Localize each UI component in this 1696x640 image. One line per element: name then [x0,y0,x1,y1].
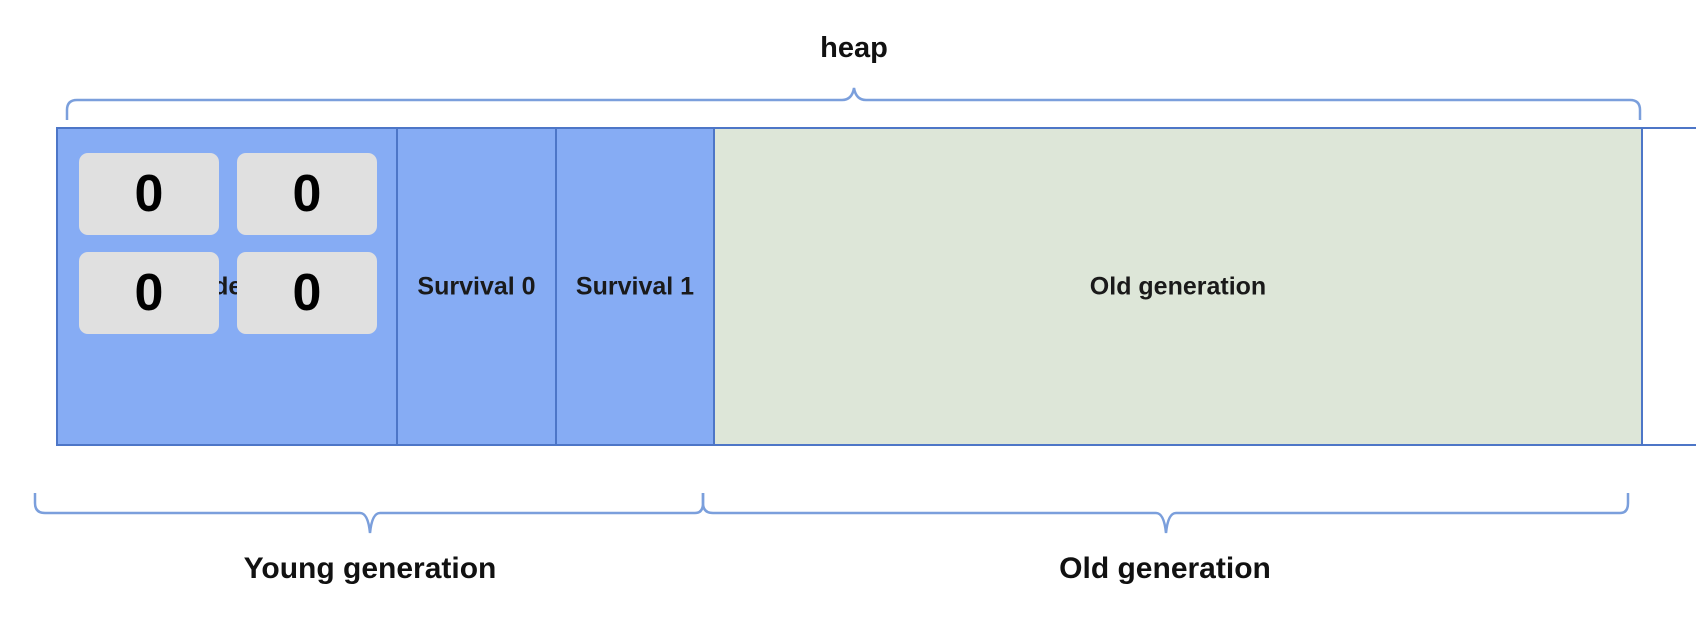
old-generation-region: Old generation [713,127,1643,446]
heap-brace [65,87,1642,120]
young-generation-label: Young generation [243,552,497,585]
young-generation-brace [33,493,705,534]
counter-tile[interactable]: 0 [237,252,377,334]
survival-1-label: Survival 1 [575,272,695,300]
old-generation-region-label: Old generation [1089,272,1267,300]
survival-0-region: Survival 0 [396,127,557,446]
survival-0-label: Survival 0 [417,272,536,300]
counter-tile[interactable]: 0 [237,153,377,235]
counter-tile[interactable]: 0 [79,252,219,334]
counter-tile[interactable]: 0 [79,153,219,235]
heap-label: heap [820,32,888,64]
old-generation-label: Old generation [1059,552,1271,585]
old-generation-brace [701,493,1630,534]
survival-1-region: Survival 1 [555,127,715,446]
